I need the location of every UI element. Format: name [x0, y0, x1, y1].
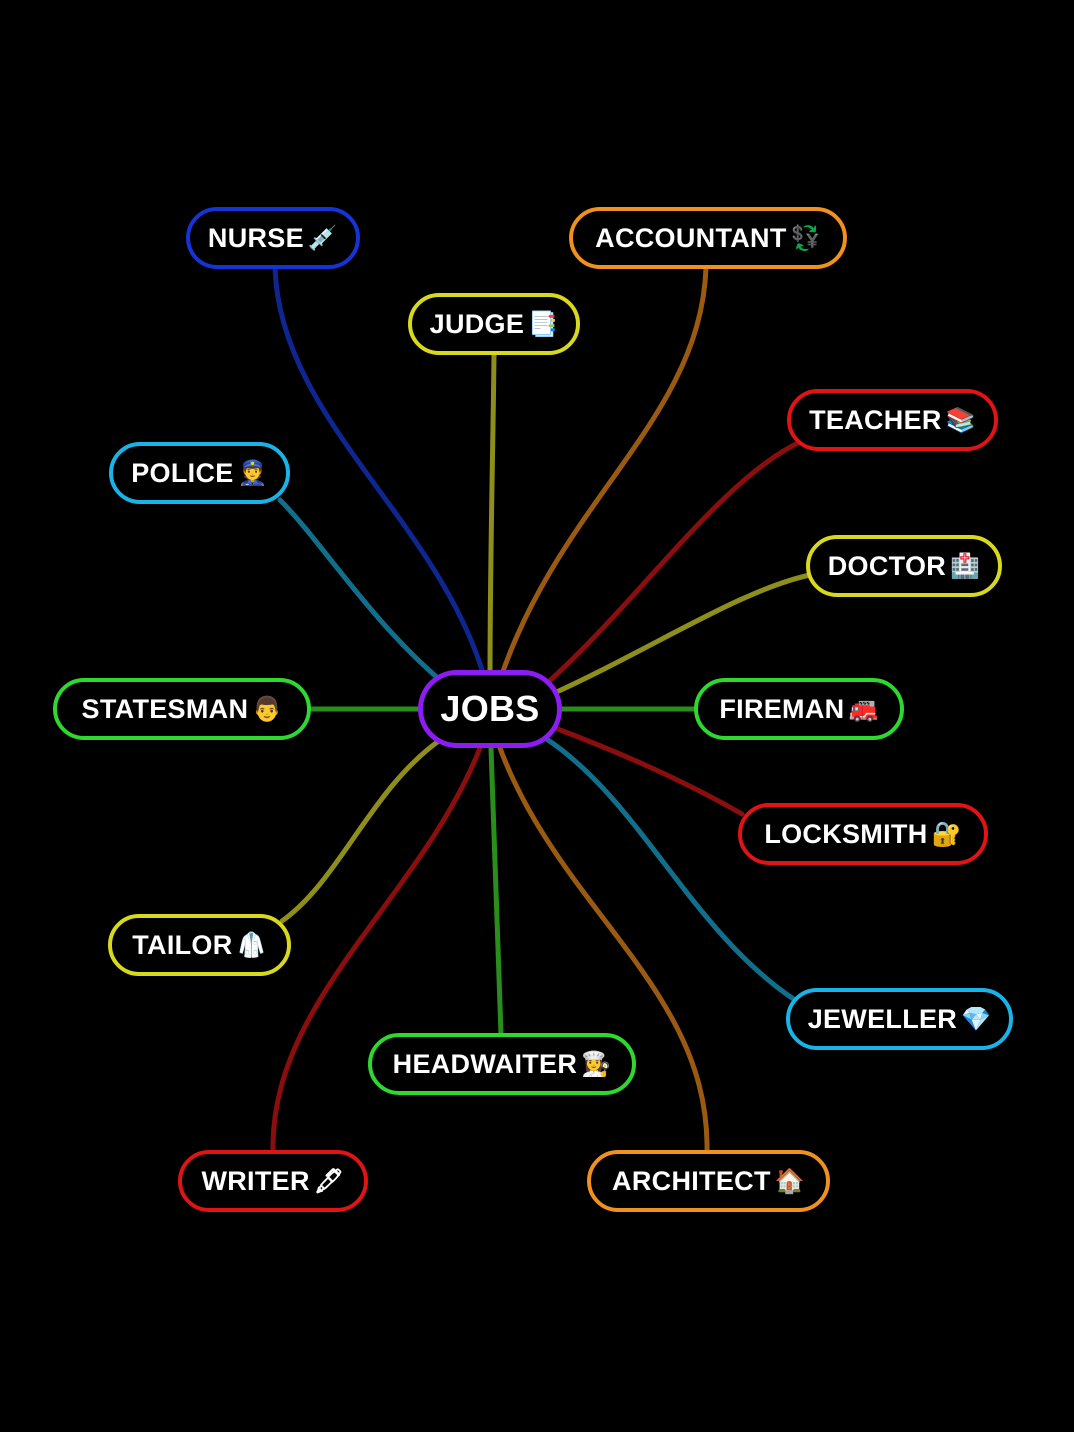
node-teacher[interactable]: TEACHER📚 — [787, 389, 998, 451]
node-label: FIREMAN — [719, 693, 845, 724]
node-label: DOCTOR — [827, 550, 947, 581]
node-label: NURSE — [207, 222, 304, 253]
link-jeweller — [542, 735, 798, 1003]
node-label: LOCKSMITH — [764, 818, 928, 849]
pen-icon: 🖋 — [313, 1167, 345, 1195]
link-writer — [270, 745, 483, 1155]
node-writer[interactable]: WRITER🖋 — [178, 1150, 368, 1212]
root-node-label: JOBS — [440, 688, 540, 729]
node-tailor[interactable]: TAILOR🥼 — [108, 914, 291, 976]
cook-icon: 👩‍🍳 — [581, 1050, 612, 1078]
lock-key-icon: 🔐 — [931, 820, 962, 848]
police-officer-icon: 👮 — [237, 459, 268, 487]
hospital-icon: 🏥 — [950, 552, 981, 580]
syringe-icon: 💉 — [307, 224, 339, 252]
currency-exchange-icon: 💱 — [790, 224, 821, 252]
node-architect[interactable]: ARCHITECT🏠 — [587, 1150, 830, 1212]
node-label: JEWELLER — [807, 1003, 958, 1034]
node-label: ARCHITECT — [612, 1165, 771, 1196]
node-label: TAILOR — [132, 929, 233, 960]
link-police — [277, 497, 443, 683]
node-accountant[interactable]: ACCOUNTANT💱 — [569, 207, 847, 269]
node-label: ACCOUNTANT — [595, 222, 787, 253]
node-fireman[interactable]: FIREMAN🚒 — [694, 678, 904, 740]
fire-engine-icon: 🚒 — [848, 695, 879, 723]
node-locksmith[interactable]: LOCKSMITH🔐 — [738, 803, 988, 865]
node-label: TEACHER — [809, 404, 942, 435]
gem-icon: 💎 — [961, 1005, 992, 1033]
coat-icon: 🥼 — [236, 931, 267, 959]
node-judge[interactable]: JUDGE📑 — [408, 293, 580, 355]
link-architect — [497, 745, 710, 1155]
node-police[interactable]: POLICE👮 — [109, 442, 290, 504]
node-label: WRITER — [201, 1165, 310, 1196]
root-node-jobs[interactable]: JOBS — [418, 670, 562, 748]
link-tailor — [279, 737, 443, 924]
link-headwaiter — [488, 745, 504, 1037]
link-accountant — [497, 265, 709, 683]
link-doctor — [547, 572, 813, 698]
node-label: POLICE — [131, 457, 234, 488]
node-statesman[interactable]: STATESMAN👨 — [53, 678, 311, 740]
link-judge — [487, 352, 497, 683]
node-headwaiter[interactable]: HEADWAITER👩‍🍳 — [368, 1033, 636, 1095]
node-jeweller[interactable]: JEWELLER💎 — [786, 988, 1013, 1050]
man-icon: 👨 — [252, 695, 283, 723]
node-doctor[interactable]: DOCTOR🏥 — [806, 535, 1002, 597]
node-label: STATESMAN — [81, 693, 249, 724]
node-nurse[interactable]: NURSE💉 — [186, 207, 360, 269]
books-icon: 📚 — [945, 406, 976, 434]
link-teacher — [542, 439, 803, 688]
link-nurse — [272, 265, 488, 683]
document-icon: 📑 — [528, 310, 559, 338]
node-label: HEADWAITER — [392, 1048, 578, 1079]
house-icon: 🏠 — [774, 1167, 805, 1195]
node-label: JUDGE — [429, 308, 525, 339]
link-locksmith — [552, 725, 745, 817]
